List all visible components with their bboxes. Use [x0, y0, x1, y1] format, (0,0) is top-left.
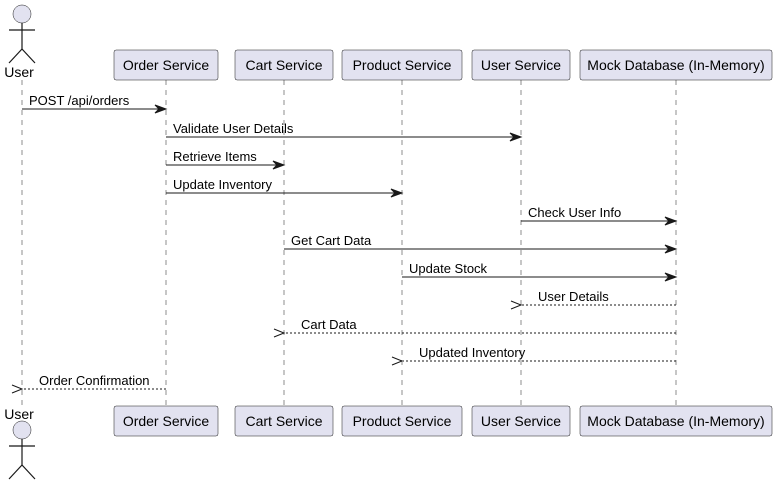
participant-label: User Service	[481, 57, 561, 73]
participant-box	[234, 49, 334, 81]
participant-box	[471, 49, 571, 81]
actor-right-leg	[21, 48, 36, 64]
arrowhead-filled-icon	[272, 160, 286, 170]
participant-label: Mock Database (In-Memory)	[587, 57, 764, 73]
message-call: Check User Info	[521, 205, 678, 226]
message-reply: User Details	[510, 289, 676, 310]
arrowhead-open-icon	[273, 328, 286, 338]
message-call: Retrieve Items	[166, 149, 286, 170]
message-call: Update Stock	[402, 261, 678, 282]
participant-cart-top: Cart Service	[234, 49, 334, 81]
participant-label: Product Service	[353, 413, 452, 429]
participant-label: Order Service	[123, 57, 210, 73]
message-call: Validate User Details	[166, 121, 523, 142]
message-call: Get Cart Data	[284, 233, 678, 254]
actor-head-icon	[12, 4, 32, 24]
participant-order-bottom: Order Service	[113, 405, 219, 437]
actor-label: User	[4, 64, 34, 80]
arrowhead-filled-icon	[509, 132, 523, 142]
participant-product-bottom: Product Service	[341, 405, 463, 437]
participant-db-top: Mock Database (In-Memory)	[579, 49, 773, 81]
message-label: Retrieve Items	[173, 149, 257, 164]
message-label: Update Stock	[409, 261, 488, 276]
participant-db-bottom: Mock Database (In-Memory)	[579, 405, 773, 437]
actor-left-leg	[8, 48, 23, 64]
message-call: Update Inventory	[166, 177, 404, 198]
participant-cart-bottom: Cart Service	[234, 405, 334, 437]
actor-left-leg	[8, 464, 23, 480]
actor-right-leg	[21, 464, 36, 480]
participant-order-top: Order Service	[113, 49, 219, 81]
message-reply: Cart Data	[273, 317, 676, 338]
arrowhead-filled-icon	[664, 216, 678, 226]
actor-user: User	[4, 4, 36, 80]
actor-head-icon	[12, 420, 32, 440]
arrowhead-filled-icon	[664, 244, 678, 254]
participant-usersvc-top: User Service	[471, 49, 571, 81]
participant-box	[234, 405, 334, 437]
participant-usersvc-bottom: User Service	[471, 405, 571, 437]
message-reply: Order Confirmation	[11, 373, 166, 394]
participant-box	[579, 405, 773, 437]
participant-label: Product Service	[353, 57, 452, 73]
message-label: POST /api/orders	[29, 93, 130, 108]
arrowhead-filled-icon	[390, 188, 404, 198]
participant-box	[341, 405, 463, 437]
message-label: Cart Data	[301, 317, 357, 332]
participant-box	[471, 405, 571, 437]
participant-label: Cart Service	[245, 413, 322, 429]
actor-label: User	[4, 406, 34, 422]
message-call: POST /api/orders	[22, 93, 168, 114]
participant-box	[341, 49, 463, 81]
participant-label: Cart Service	[245, 57, 322, 73]
arrowhead-open-icon	[11, 384, 24, 394]
message-label: Updated Inventory	[419, 345, 526, 360]
participant-product-top: Product Service	[341, 49, 463, 81]
participant-box	[113, 49, 219, 81]
participant-label: User Service	[481, 413, 561, 429]
arrowhead-open-icon	[391, 356, 404, 366]
message-reply: Updated Inventory	[391, 345, 676, 366]
message-label: User Details	[538, 289, 609, 304]
message-label: Check User Info	[528, 205, 621, 220]
actor-user: User	[4, 406, 36, 480]
message-label: Order Confirmation	[39, 373, 150, 388]
message-label: Validate User Details	[173, 121, 294, 136]
participant-label: Order Service	[123, 413, 210, 429]
lifelines	[21, 80, 677, 406]
arrowhead-open-icon	[510, 300, 523, 310]
message-label: Update Inventory	[173, 177, 273, 192]
arrowhead-filled-icon	[664, 272, 678, 282]
message-label: Get Cart Data	[291, 233, 372, 248]
participant-box	[579, 49, 773, 81]
participant-label: Mock Database (In-Memory)	[587, 413, 764, 429]
arrowhead-filled-icon	[154, 104, 168, 114]
participant-box	[113, 405, 219, 437]
